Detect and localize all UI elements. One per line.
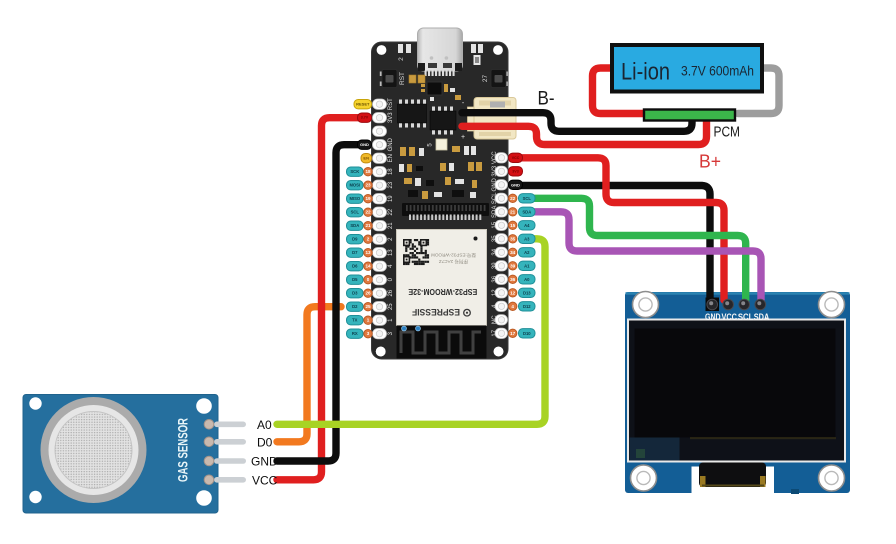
svg-text:D3: D3 bbox=[352, 291, 358, 296]
svg-text:VCC: VCC bbox=[721, 312, 737, 322]
svg-text:A0: A0 bbox=[257, 418, 272, 432]
svg-text:TX: TX bbox=[352, 318, 358, 323]
svg-text:型号:ESP32-WROOM: 型号:ESP32-WROOM bbox=[431, 252, 476, 259]
svg-text:MOSI: MOSI bbox=[349, 183, 360, 188]
svg-text:39: 39 bbox=[510, 263, 516, 268]
svg-text:SCL: SCL bbox=[351, 210, 360, 215]
svg-text:13: 13 bbox=[365, 250, 371, 255]
svg-text:2: 2 bbox=[367, 237, 370, 242]
svg-text:A3: A3 bbox=[524, 236, 530, 241]
svg-text:23: 23 bbox=[388, 181, 394, 188]
svg-text:ESP32-WROOM-32E: ESP32-WROOM-32E bbox=[408, 287, 477, 297]
svg-text:A2: A2 bbox=[524, 250, 530, 255]
svg-text:35: 35 bbox=[510, 236, 516, 241]
svg-text:+: + bbox=[461, 134, 465, 141]
svg-text:26: 26 bbox=[388, 289, 394, 296]
svg-text:SDA: SDA bbox=[350, 223, 359, 228]
svg-text:D13: D13 bbox=[523, 290, 531, 295]
svg-text:13: 13 bbox=[388, 249, 394, 256]
svg-text:D7: D7 bbox=[352, 250, 358, 255]
svg-text:B+: B+ bbox=[699, 151, 721, 172]
svg-text:27: 27 bbox=[482, 75, 489, 83]
svg-text:22: 22 bbox=[388, 208, 394, 215]
svg-text:RST: RST bbox=[399, 72, 406, 85]
svg-text:D2: D2 bbox=[352, 304, 358, 309]
svg-text:26: 26 bbox=[365, 291, 371, 296]
svg-text:19: 19 bbox=[388, 195, 394, 202]
svg-text:36: 36 bbox=[510, 277, 516, 282]
svg-text:3: 3 bbox=[388, 331, 394, 335]
svg-text:A1: A1 bbox=[524, 263, 530, 268]
svg-text:GND: GND bbox=[388, 137, 394, 151]
svg-text:序列号 2AC7Z: 序列号 2AC7Z bbox=[439, 258, 469, 265]
svg-text:25: 25 bbox=[388, 303, 394, 310]
svg-text:GND: GND bbox=[360, 142, 369, 147]
svg-text:1: 1 bbox=[388, 318, 394, 322]
svg-text:D10: D10 bbox=[523, 331, 531, 336]
svg-text:D6: D6 bbox=[352, 264, 358, 269]
svg-text:3: 3 bbox=[367, 331, 370, 336]
svg-text:4: 4 bbox=[388, 264, 394, 268]
svg-text:SDA: SDA bbox=[522, 209, 531, 214]
svg-text:2: 2 bbox=[398, 57, 405, 61]
svg-text:14: 14 bbox=[365, 264, 371, 269]
svg-text:EN: EN bbox=[388, 154, 394, 162]
svg-text:RST: RST bbox=[388, 98, 394, 110]
svg-text:VCC: VCC bbox=[512, 156, 520, 160]
svg-text:GAS SENSOR: GAS SENSOR bbox=[176, 418, 191, 482]
svg-text:D5: D5 bbox=[352, 277, 358, 282]
svg-text:RX: RX bbox=[352, 331, 358, 336]
svg-text:3V3: 3V3 bbox=[388, 112, 394, 123]
svg-text:SCL: SCL bbox=[523, 196, 532, 201]
svg-text:12: 12 bbox=[510, 290, 516, 295]
svg-text:VCC: VCC bbox=[252, 473, 278, 487]
svg-text:A4: A4 bbox=[524, 223, 530, 228]
svg-text:21: 21 bbox=[510, 209, 516, 214]
svg-text:GND: GND bbox=[511, 182, 520, 187]
svg-text:18: 18 bbox=[388, 168, 394, 175]
svg-text:4: 4 bbox=[511, 304, 514, 309]
svg-text:23: 23 bbox=[365, 183, 371, 188]
svg-text:-: - bbox=[462, 100, 465, 107]
svg-text:1: 1 bbox=[367, 318, 370, 323]
svg-text:D12: D12 bbox=[523, 304, 531, 309]
svg-text:18: 18 bbox=[365, 169, 371, 174]
svg-text:17: 17 bbox=[510, 331, 516, 336]
svg-text:15: 15 bbox=[510, 223, 516, 228]
svg-text:21: 21 bbox=[365, 223, 371, 228]
svg-text:MISO: MISO bbox=[349, 196, 360, 201]
svg-text:2: 2 bbox=[388, 237, 394, 241]
svg-text:A0: A0 bbox=[524, 277, 530, 282]
svg-text:3.7V: 3.7V bbox=[361, 116, 369, 120]
svg-text:PCM: PCM bbox=[714, 124, 741, 141]
svg-text:GND: GND bbox=[251, 455, 278, 469]
svg-text:RESET: RESET bbox=[356, 102, 370, 107]
svg-text:3V3: 3V3 bbox=[512, 169, 518, 173]
svg-text:EN: EN bbox=[363, 156, 369, 161]
svg-text:21: 21 bbox=[388, 222, 394, 229]
svg-text:Li-ion: Li-ion bbox=[621, 59, 670, 86]
svg-text:SCL: SCL bbox=[738, 312, 754, 322]
svg-text:SCK: SCK bbox=[350, 169, 359, 174]
svg-text:3.7V 600mAh: 3.7V 600mAh bbox=[681, 64, 754, 79]
svg-text:19: 19 bbox=[365, 196, 371, 201]
svg-text:25: 25 bbox=[365, 304, 371, 309]
svg-text:34: 34 bbox=[510, 250, 516, 255]
svg-text:D0: D0 bbox=[257, 435, 273, 449]
svg-text:22: 22 bbox=[510, 196, 516, 201]
svg-text:SDA: SDA bbox=[754, 312, 770, 322]
svg-text:ESPRESSIF: ESPRESSIF bbox=[412, 306, 460, 317]
svg-text:D9: D9 bbox=[352, 237, 358, 242]
svg-text:B-: B- bbox=[538, 89, 555, 110]
svg-text:22: 22 bbox=[365, 210, 371, 215]
svg-text:GND: GND bbox=[705, 312, 721, 322]
svg-text:0: 0 bbox=[388, 277, 394, 281]
svg-text:5: 5 bbox=[428, 143, 434, 147]
svg-text:0: 0 bbox=[367, 277, 370, 282]
